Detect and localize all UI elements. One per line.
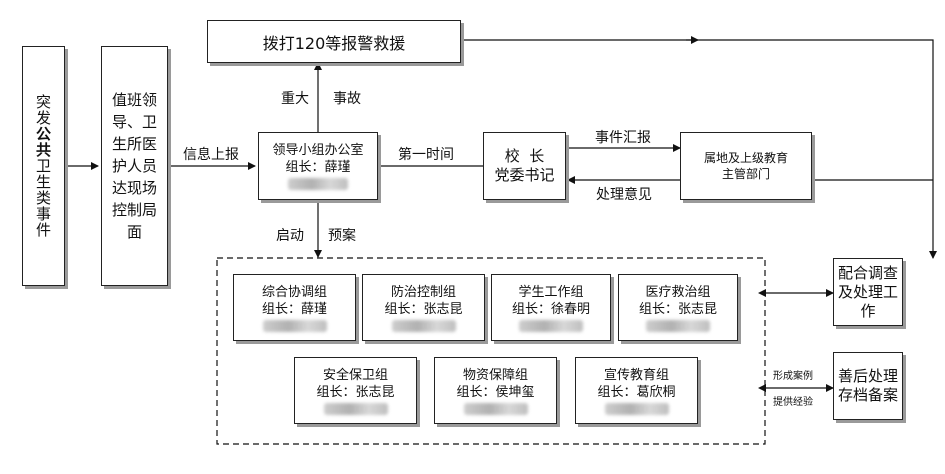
redacted-contact xyxy=(646,319,710,332)
office-leader: 组长：薛瑾 xyxy=(285,160,351,175)
group-leader: 组长：葛欣桐 xyxy=(597,384,676,400)
redacted-contact xyxy=(323,402,388,415)
group-name: 综合协调组 xyxy=(261,284,327,300)
redacted-contact xyxy=(463,402,528,415)
aftermath-box: 善后处理存档备案 xyxy=(833,352,903,420)
redacted-contact xyxy=(288,178,348,190)
group-name: 宣传教育组 xyxy=(603,367,669,383)
event-text-b: 卫生类事件 xyxy=(34,158,52,238)
group-box: 防治控制组 组长：张志昆 xyxy=(362,274,485,341)
group-box: 综合协调组 组长：薛瑾 xyxy=(233,274,356,341)
group-box: 医疗救治组 组长：张志昆 xyxy=(618,274,738,341)
group-name: 物资保障组 xyxy=(462,367,528,383)
group-leader: 组长：徐春明 xyxy=(511,301,590,317)
group-name: 学生工作组 xyxy=(518,284,584,300)
label-start-a: 启动 xyxy=(276,228,304,244)
redacted-contact xyxy=(262,319,327,332)
group-leader: 组长：侯坤玺 xyxy=(456,384,535,400)
groups-container xyxy=(216,257,766,445)
office-title: 领导小组办公室 xyxy=(272,143,364,158)
onsite-box: 值班领导、卫生所医护人员达现场控制局面 xyxy=(101,46,168,286)
principal-box: 校 长 党委书记 xyxy=(483,132,566,200)
group-name: 安全保卫组 xyxy=(322,367,388,383)
onsite-text: 值班领导、卫生所医护人员达现场控制局面 xyxy=(111,91,157,241)
superior-box: 属地及上级教育主管部门 xyxy=(680,132,812,200)
call120-text: 拨打120等报警救援 xyxy=(262,33,406,53)
cooperate-box: 配合调查及处理工作 xyxy=(833,258,903,326)
label-experience: 提供经验 xyxy=(773,397,813,408)
event-text-a: 突发 xyxy=(34,94,52,126)
label-case: 形成案例 xyxy=(773,371,813,382)
principal-line2: 党委书记 xyxy=(494,166,555,184)
label-report: 信息上报 xyxy=(183,147,239,163)
group-name: 防治控制组 xyxy=(390,284,456,300)
principal-line1: 校 长 xyxy=(504,147,545,165)
group-box: 宣传教育组 组长：葛欣桐 xyxy=(575,357,698,424)
group-box: 安全保卫组 组长：张志昆 xyxy=(294,357,417,424)
group-leader: 组长：薛瑾 xyxy=(261,301,327,317)
label-major-a: 重大 xyxy=(281,91,309,107)
aftermath-text: 善后处理存档备案 xyxy=(838,367,899,404)
label-opinion: 处理意见 xyxy=(596,187,652,203)
group-name: 医疗救治组 xyxy=(645,284,711,300)
group-leader: 组长：张志昆 xyxy=(384,301,463,317)
redacted-contact xyxy=(519,319,583,332)
group-leader: 组长：张志昆 xyxy=(638,301,717,317)
label-event-report: 事件汇报 xyxy=(595,130,651,146)
redacted-contact xyxy=(391,319,456,332)
group-leader: 组长：张志昆 xyxy=(316,384,395,400)
call120-box: 拨打120等报警救援 xyxy=(207,20,461,63)
line-120-to-cooperate xyxy=(461,39,937,259)
group-box: 物资保障组 组长：侯坤玺 xyxy=(434,357,557,424)
superior-text: 属地及上级教育主管部门 xyxy=(703,151,788,181)
group-box: 学生工作组 组长：徐春明 xyxy=(491,274,611,341)
label-start-b: 预案 xyxy=(328,228,356,244)
label-first-time: 第一时间 xyxy=(398,147,454,163)
office-box: 领导小组办公室 组长：薛瑾 xyxy=(258,132,378,200)
event-text-bold: 公共 xyxy=(34,126,52,158)
redacted-contact xyxy=(604,402,669,415)
label-major-b: 事故 xyxy=(333,91,361,107)
cooperate-text: 配合调查及处理工作 xyxy=(838,263,899,320)
event-box: 突发公共卫生类事件 xyxy=(22,46,65,286)
